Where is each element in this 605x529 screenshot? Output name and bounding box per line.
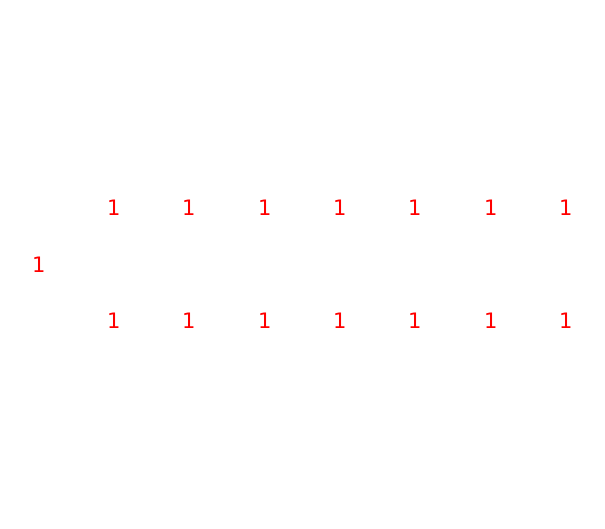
top-digit-5: 1: [408, 196, 422, 220]
top-digit-2: 1: [182, 196, 196, 220]
bottom-digit-3: 1: [258, 309, 272, 333]
bottom-digit-7: 1: [559, 309, 573, 333]
bottom-digit-2: 1: [182, 309, 196, 333]
top-digit-1: 1: [107, 196, 121, 220]
bottom-digit-6: 1: [484, 309, 498, 333]
top-digit-6: 1: [484, 196, 498, 220]
bottom-digit-5: 1: [408, 309, 422, 333]
bottom-digit-1: 1: [107, 309, 121, 333]
top-digit-3: 1: [258, 196, 272, 220]
top-digit-4: 1: [333, 196, 347, 220]
top-digit-7: 1: [559, 196, 573, 220]
bottom-digit-4: 1: [333, 309, 347, 333]
left-digit: 1: [32, 253, 46, 277]
